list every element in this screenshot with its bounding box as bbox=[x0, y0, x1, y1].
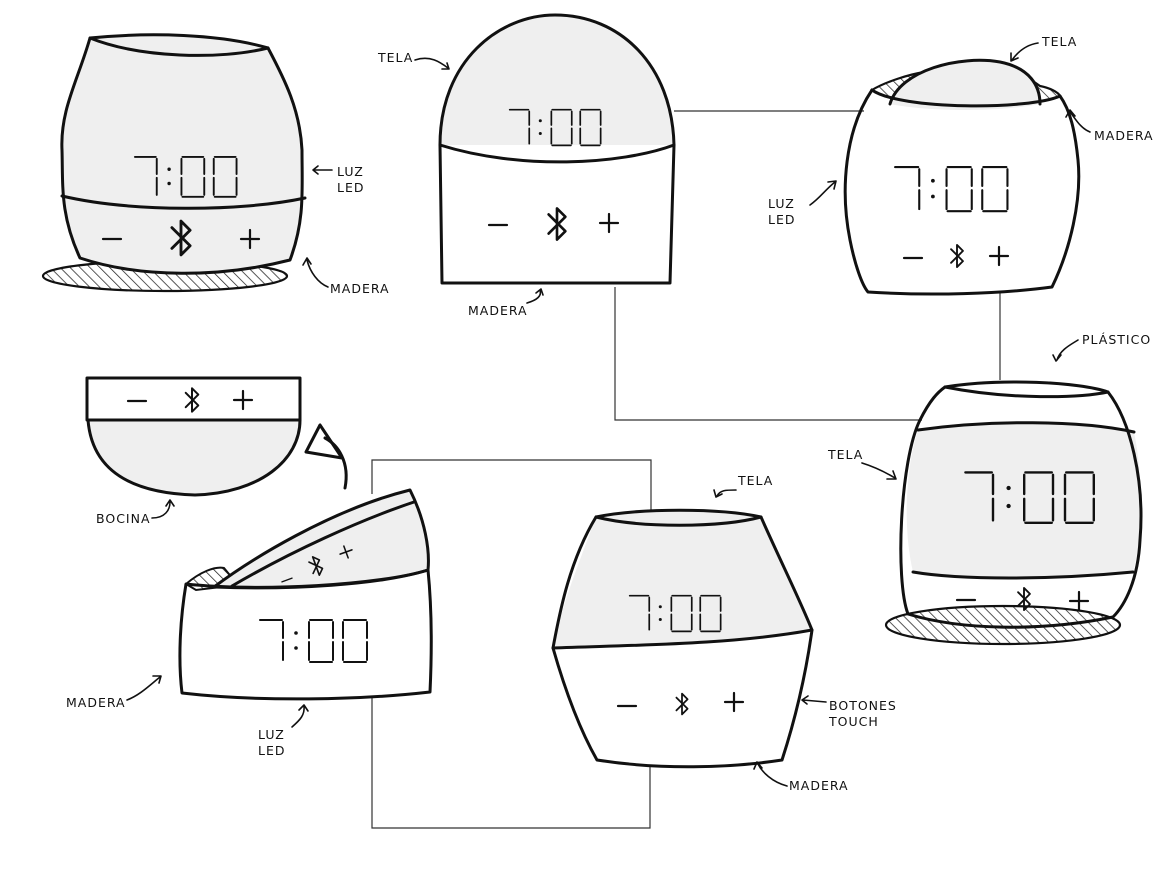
label-madera: MADERA bbox=[1094, 128, 1154, 143]
label-madera: MADERA bbox=[66, 695, 126, 710]
label-tela: TELA bbox=[828, 447, 864, 462]
label-madera: MADERA bbox=[330, 281, 390, 296]
label-tela: TELA bbox=[378, 50, 414, 65]
label-touch: TOUCH bbox=[829, 714, 879, 729]
label-madera: MADERA bbox=[468, 303, 528, 318]
label-luz: LUZ bbox=[768, 196, 795, 211]
label-botones: BOTONES bbox=[829, 698, 897, 713]
concept-barrel-dome bbox=[843, 58, 1081, 296]
connector-lines bbox=[371, 110, 1001, 829]
label-tela: TELA bbox=[1042, 34, 1078, 49]
label-plastico: PLÁSTICO bbox=[1082, 332, 1152, 347]
label-luz: LUZ bbox=[258, 727, 285, 742]
concept-speaker-lid bbox=[85, 376, 348, 497]
label-led: LED bbox=[337, 180, 365, 195]
concept-double-cone bbox=[551, 508, 814, 769]
label-led: LED bbox=[258, 743, 286, 758]
concept-pot-speaker bbox=[41, 33, 307, 293]
label-led: LED bbox=[768, 212, 796, 227]
label-luz: LUZ bbox=[337, 164, 364, 179]
concept-dome-box bbox=[438, 13, 676, 285]
label-tela: TELA bbox=[738, 473, 774, 488]
wood-base bbox=[884, 604, 1122, 646]
concept-split-bowl bbox=[178, 488, 433, 701]
annotation-arrows bbox=[126, 42, 1091, 787]
label-bocina: BOCINA bbox=[96, 511, 151, 526]
label-madera: MADERA bbox=[789, 778, 849, 793]
concept-barrel-base bbox=[884, 380, 1143, 646]
